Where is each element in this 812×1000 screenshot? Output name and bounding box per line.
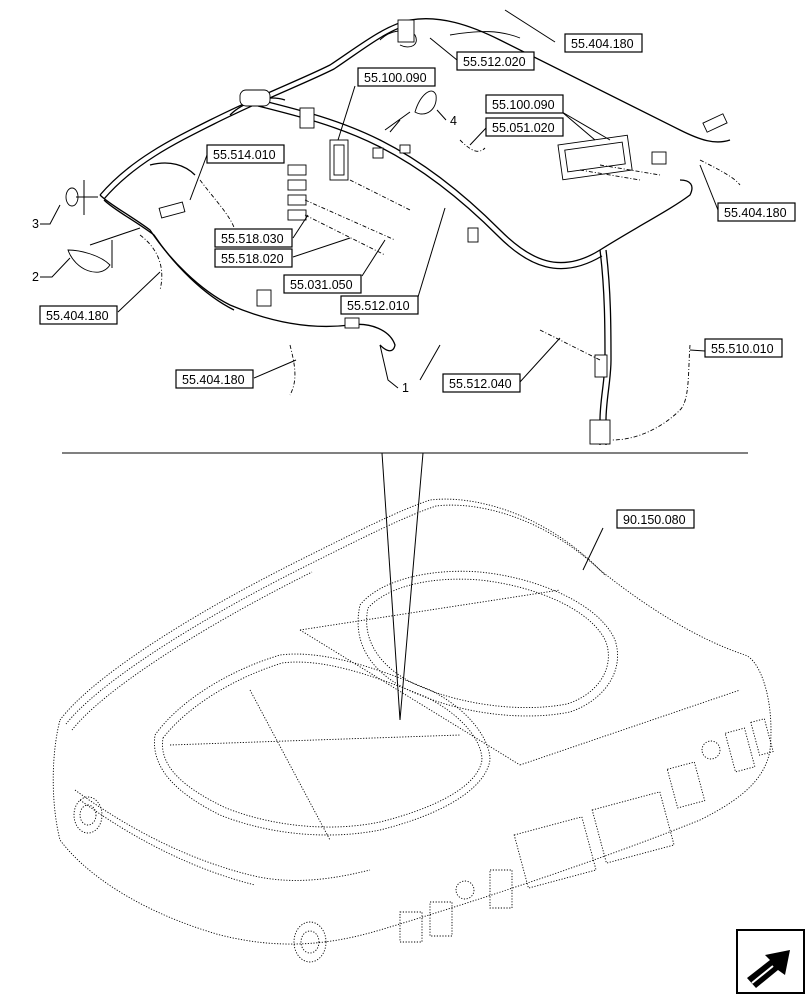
ref-55-404-180-left[interactable]: 55.404.180 — [39, 271, 161, 325]
ref-55-404-180-top[interactable]: 55.404.180 — [504, 9, 643, 53]
wiring-harness — [65, 18, 741, 445]
ref-55-404-180-left-text: 55.404.180 — [46, 309, 109, 323]
ref-55-518-020[interactable]: 55.518.020 — [214, 237, 351, 268]
ref-55-512-010[interactable]: 55.512.010 — [340, 207, 446, 315]
ref-55-510-010-text: 55.510.010 — [711, 342, 774, 356]
ref-55-100-090-right[interactable]: 55.100.090 — [485, 94, 611, 141]
ref-55-510-010[interactable]: 55.510.010 — [689, 338, 783, 358]
cab-roof-assembly — [52, 452, 774, 963]
item-number-4: 4 — [450, 114, 457, 128]
item-number-3: 3 — [32, 217, 39, 231]
ref-55-404-180-bottom-text: 55.404.180 — [182, 373, 245, 387]
ref-55-404-180-right[interactable]: 55.404.180 — [699, 164, 796, 222]
front-vents — [399, 718, 774, 943]
ref-55-512-010-text: 55.512.010 — [347, 299, 410, 313]
ref-55-518-030-text: 55.518.030 — [221, 232, 284, 246]
ref-55-031-050[interactable]: 55.031.050 — [283, 239, 386, 294]
reference-labels: 55.404.180 55.512.020 55.100.090 55.100.… — [39, 9, 796, 529]
ref-90-150-080-text: 90.150.080 — [623, 513, 686, 527]
ref-55-514-010-text: 55.514.010 — [213, 148, 276, 162]
item-numbers: 3 2 4 1 — [32, 109, 457, 395]
ref-55-518-030[interactable]: 55.518.030 — [214, 214, 309, 248]
ref-55-512-040[interactable]: 55.512.040 — [442, 337, 561, 393]
ref-55-404-180-bottom[interactable]: 55.404.180 — [175, 359, 297, 389]
ref-55-514-010[interactable]: 55.514.010 — [189, 144, 285, 201]
ref-55-031-050-text: 55.031.050 — [290, 278, 353, 292]
ref-55-404-180-right-text: 55.404.180 — [724, 206, 787, 220]
ref-55-051-020-text: 55.051.020 — [492, 121, 555, 135]
ref-55-512-020-text: 55.512.020 — [463, 55, 526, 69]
ref-55-100-090-left-text: 55.100.090 — [364, 71, 427, 85]
ref-55-512-040-text: 55.512.040 — [449, 377, 512, 391]
item-number-2: 2 — [32, 270, 39, 284]
ref-55-518-020-text: 55.518.020 — [221, 252, 284, 266]
item-number-1: 1 — [402, 381, 409, 395]
ref-55-404-180-top-text: 55.404.180 — [571, 37, 634, 51]
ref-90-150-080[interactable]: 90.150.080 — [616, 509, 695, 529]
next-page-arrow-icon[interactable] — [736, 929, 805, 994]
ref-55-051-020[interactable]: 55.051.020 — [469, 117, 564, 146]
ref-55-512-020[interactable]: 55.512.020 — [429, 37, 535, 71]
ref-55-100-090-left[interactable]: 55.100.090 — [337, 67, 436, 141]
ref-55-100-090-right-text: 55.100.090 — [492, 98, 555, 112]
